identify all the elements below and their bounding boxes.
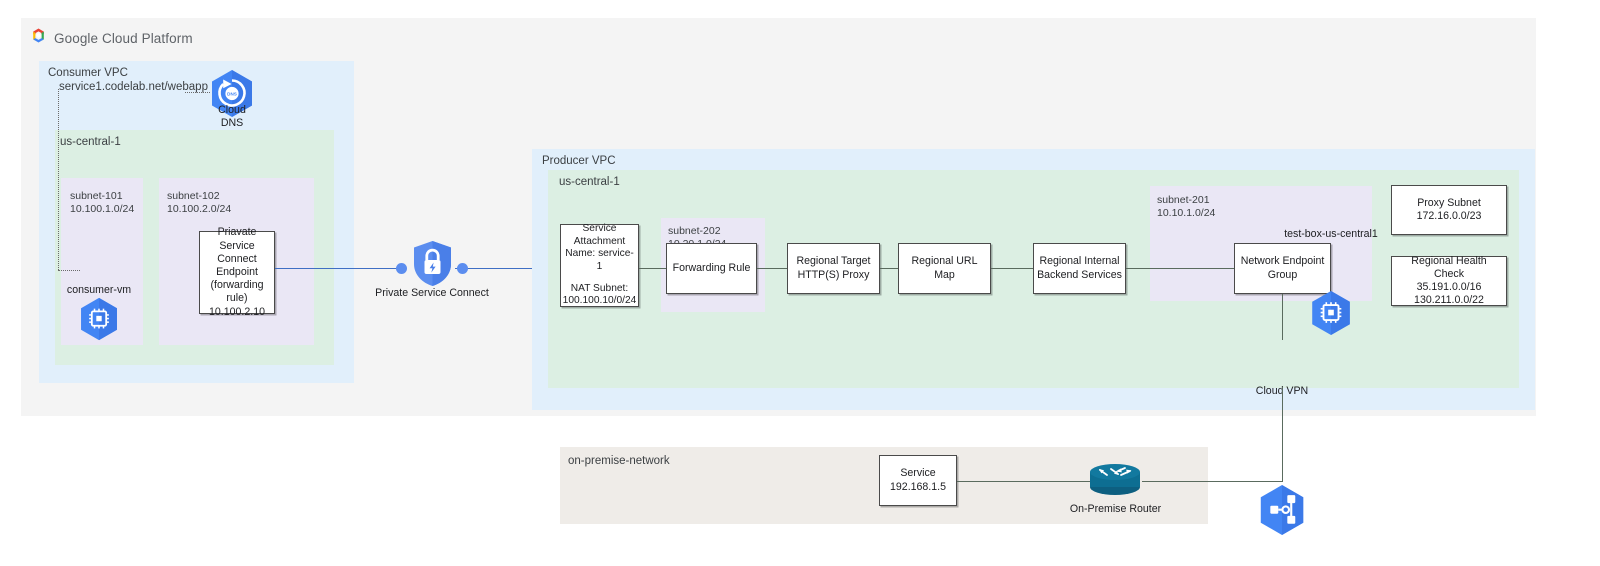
onprem-service-line2: 192.168.1.5 <box>890 480 946 493</box>
forwarding-rule-label: Forwarding Rule <box>672 261 751 274</box>
dns-record-label: service1.codelab.net/webapp <box>59 81 208 93</box>
consumer-vm-label: consumer-vm <box>66 284 132 296</box>
link-urlmap-to-backend <box>991 268 1033 270</box>
service-attachment-line3: Name: service-1 <box>565 248 634 272</box>
psc-endpoint-line2: Connect Endpoint <box>216 252 258 278</box>
link-neg-to-vpn <box>1282 294 1284 340</box>
health-check-line2: 35.191.0.0/16 <box>1416 281 1482 293</box>
target-proxy-line1: Regional Target <box>796 255 871 268</box>
dns-record-connector-h <box>185 92 210 93</box>
service-attachment-line4: NAT Subnet: <box>570 282 629 294</box>
cloud-dns-label: Cloud DNS <box>202 104 262 130</box>
psc-endpoint-line1: Priavate Service <box>217 226 257 252</box>
backend-services-line1: Regional Internal <box>1039 255 1120 268</box>
link-vpn-to-router-h <box>1142 481 1283 483</box>
regional-target-proxy-node[interactable]: Regional Target HTTP(S) Proxy <box>787 243 880 294</box>
subnet-101-label: subnet-101 10.100.1.0/24 <box>70 190 134 216</box>
link-service-to-router <box>957 481 1090 483</box>
proxy-subnet-line1: Proxy Subnet <box>1417 196 1481 209</box>
gcp-wordmark: Google Cloud Platform <box>54 30 193 46</box>
private-service-connect-label: Private Service Connect <box>375 287 489 299</box>
regional-backend-services-node[interactable]: Regional Internal Backend Services <box>1033 243 1126 294</box>
consumer-vpc-label: Consumer VPC <box>48 67 128 79</box>
private-service-connect-shield-icon <box>412 240 453 292</box>
proxy-subnet-node[interactable]: Proxy Subnet 172.16.0.0/23 <box>1391 185 1507 235</box>
onprem-service-line1: Service <box>900 467 936 480</box>
subnet-202-name: subnet-202 <box>668 225 721 237</box>
vm-connector-h <box>58 270 80 271</box>
backend-services-line2: Backend Services <box>1037 268 1122 281</box>
svg-text:DNS: DNS <box>227 92 237 97</box>
service-attachment-line5: 100.100.10/0/24 <box>562 295 637 307</box>
regional-url-map-node[interactable]: Regional URL Map <box>898 243 991 294</box>
psc-endpoint-node[interactable]: Priavate Service Connect Endpoint (forwa… <box>199 226 275 318</box>
subnet-201-name: subnet-201 <box>1157 194 1210 206</box>
producer-region-label: us-central-1 <box>559 176 620 188</box>
neg-line1: Network Endpoint <box>1240 255 1325 268</box>
cloud-dns-label-line1: Cloud <box>218 104 246 116</box>
link-vpn-to-router-v <box>1282 387 1284 482</box>
proxy-subnet-line2: 172.16.0.0/23 <box>1416 210 1482 222</box>
link-sa-to-fr <box>639 268 666 270</box>
service-attachment-node[interactable]: Service Attachment Name: service-1 NAT S… <box>560 223 639 307</box>
psc-link-left <box>275 268 405 270</box>
compute-vm-icon <box>79 297 123 346</box>
subnet-101-name: subnet-101 <box>70 190 123 202</box>
forwarding-rule-node[interactable]: Forwarding Rule <box>666 243 757 294</box>
neg-line2: Group <box>1267 268 1298 281</box>
consumer-region-label: us-central-1 <box>60 136 121 148</box>
subnet-102-cidr: 10.100.2.0/24 <box>167 203 232 215</box>
health-check-line3: 130.211.0.0/22 <box>1414 294 1484 307</box>
cloud-dns-icon: DNS <box>210 69 254 118</box>
on-premise-router-icon <box>1087 462 1143 501</box>
link-fr-to-proxy <box>757 268 787 270</box>
producer-vpc-label: Producer VPC <box>542 155 616 167</box>
link-proxy-to-urlmap <box>880 268 898 270</box>
on-premise-service-node[interactable]: Service 192.168.1.5 <box>879 455 957 506</box>
network-endpoint-group-node[interactable]: Network Endpoint Group <box>1234 243 1331 294</box>
subnet-101-cidr: 10.100.1.0/24 <box>70 203 135 215</box>
psc-link-dot-left <box>396 263 407 274</box>
psc-endpoint-line3: (forwarding rule) <box>210 279 264 305</box>
gcp-header: Google Cloud Platform <box>30 27 193 49</box>
google-cloud-platform-logo <box>30 27 47 49</box>
health-check-line1: Regional Health Check <box>1411 254 1487 280</box>
on-premise-router-label: On-Premise Router <box>1069 503 1162 515</box>
subnet-102-label: subnet-102 10.100.2.0/24 <box>167 190 231 216</box>
subnet-201-label: subnet-201 10.10.1.0/24 <box>1157 194 1215 220</box>
psc-link-dot-right <box>457 263 468 274</box>
url-map-label: Regional URL Map <box>911 255 978 281</box>
cloud-dns-label-line2: DNS <box>220 117 244 129</box>
psc-endpoint-line4: 10.100.2.10 <box>209 305 265 318</box>
cloud-vpn-icon <box>1258 484 1304 535</box>
test-box-label: test-box-us-central1 <box>1284 228 1378 240</box>
subnet-201-cidr: 10.10.1.0/24 <box>1157 207 1216 219</box>
link-backend-to-neg <box>1126 268 1234 270</box>
psc-link-right <box>455 268 561 270</box>
on-premise-network-label: on-premise-network <box>568 455 670 467</box>
service-attachment-line2: Attachment <box>573 235 626 247</box>
regional-health-check-node[interactable]: Regional Health Check 35.191.0.0/16 130.… <box>1391 254 1507 307</box>
target-proxy-line2: HTTP(S) Proxy <box>797 268 870 281</box>
service-attachment-line1: Service <box>582 223 617 235</box>
dns-record-connector-v <box>58 89 59 270</box>
compute-vm-icon <box>1310 290 1354 339</box>
subnet-102-name: subnet-102 <box>167 190 220 202</box>
